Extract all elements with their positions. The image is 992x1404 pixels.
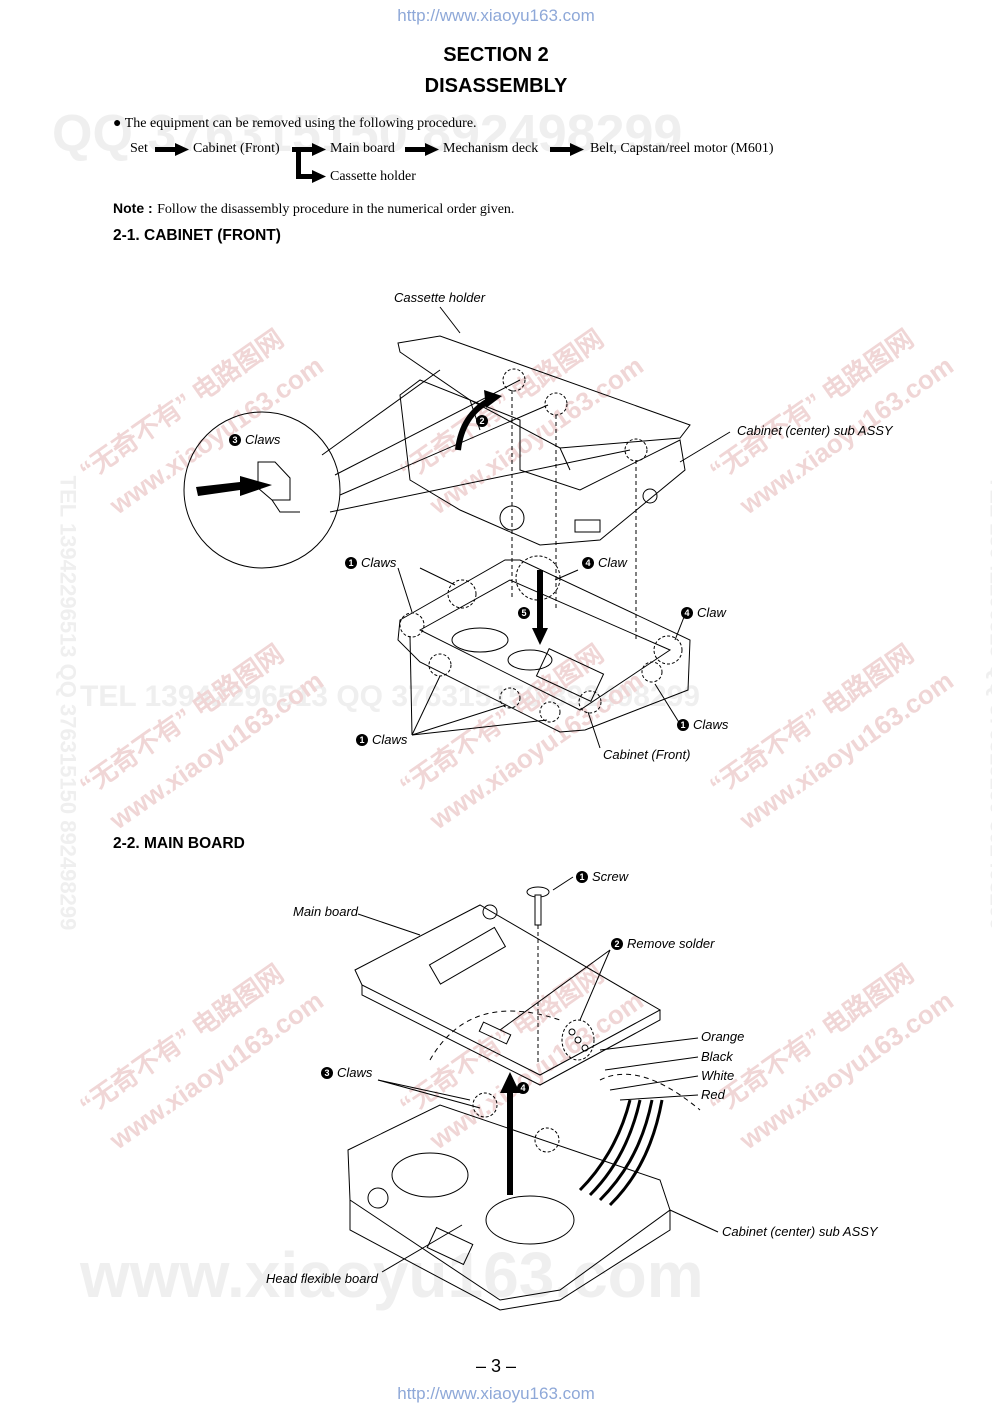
step-2-icon: 2	[476, 415, 488, 427]
label-head-flex: Head flexible board	[266, 1271, 379, 1286]
flow-set: Set	[130, 141, 148, 156]
step-4a-icon: 4	[582, 557, 594, 569]
step-5-icon: 5	[518, 607, 530, 619]
note-text: Follow the disassembly procedure in the …	[157, 202, 515, 217]
label-claws-1b: 1 Claws	[677, 717, 728, 732]
intro-line: ● The equipment can be removed using the…	[113, 116, 477, 132]
cabinet-front-shape	[397, 559, 691, 733]
intro-text: The equipment can be removed using the f…	[124, 116, 477, 131]
label-claws-main-text: Claws	[337, 1065, 373, 1080]
cassette-holder-lid	[397, 335, 691, 449]
cabinet-base-shape	[347, 1104, 671, 1301]
label-claws-3: 3 Claws	[229, 432, 280, 447]
ic-chip	[428, 926, 507, 985]
label-claws-1b-text: Claws	[693, 717, 729, 732]
label-white: White	[701, 1068, 735, 1083]
heading-main-board: 2-2. MAIN BOARD	[113, 835, 245, 852]
label-remove-solder-text: Remove solder	[627, 936, 715, 951]
label-claws-1c: 1 Claws	[356, 732, 407, 747]
label-claw-4b-text: Claw	[697, 605, 726, 620]
label-claw-4b: 4 Claw	[681, 605, 726, 620]
label-cabinet-front: Cabinet (Front)	[603, 747, 691, 762]
label-screw: 1 Screw	[576, 869, 628, 884]
label-claw-4a-text: Claw	[598, 555, 627, 570]
step-4-marker: 4	[517, 1080, 533, 1095]
label-cabinet-center-1: Cabinet (center) sub ASSY	[737, 423, 893, 438]
label-orange: Orange	[701, 1029, 745, 1044]
push-arrow	[196, 476, 272, 496]
label-black: Black	[701, 1049, 733, 1064]
label-red: Red	[701, 1087, 725, 1102]
heading-cabinet-front: 2-1. CABINET (FRONT)	[113, 227, 281, 244]
label-claws-1a-text: Claws	[361, 555, 397, 570]
step-1-icon: 1	[576, 871, 588, 883]
footer-url[interactable]: http://www.xiaoyu163.com	[397, 1384, 595, 1403]
label-remove-solder: 2 Remove solder	[611, 936, 714, 951]
note-line: Note : Follow the disassembly procedure …	[113, 200, 514, 218]
label-cabinet-center-2: Cabinet (center) sub ASSY	[722, 1224, 878, 1239]
flow-cassette-holder: Cassette holder	[330, 169, 416, 184]
header-url[interactable]: http://www.xiaoyu163.com	[397, 6, 595, 25]
label-cassette-holder: Cassette holder	[394, 290, 486, 305]
label-claws-1c-text: Claws	[372, 732, 408, 747]
flow-mechanism-deck: Mechanism deck	[443, 141, 539, 156]
step-4-icon-b: 4	[517, 1082, 529, 1094]
step-1b-icon: 1	[677, 719, 689, 731]
up-arrow	[500, 1072, 520, 1093]
label-claw-4a: 4 Claw	[582, 555, 627, 570]
label-claws-1a: 1 Claws	[345, 555, 396, 570]
flow-belt-motor: Belt, Capstan/reel motor (M601)	[590, 141, 774, 156]
cabinet-center	[399, 379, 686, 546]
step-3-icon: 3	[229, 434, 241, 446]
step-4b-icon: 4	[681, 607, 693, 619]
flow-main-board: Main board	[330, 141, 395, 156]
note-label: Note :	[113, 200, 153, 216]
flow-cabinet-front: Cabinet (Front)	[193, 141, 280, 156]
page-number: – 3 –	[475, 1356, 517, 1376]
section-title: SECTION 2	[443, 44, 549, 66]
step-2-icon-b: 2	[611, 938, 623, 950]
main-board-shape	[354, 904, 662, 1076]
label-screw-text: Screw	[592, 869, 629, 884]
watermark-tel-mid: TEL 13942296513 QQ 376315150 892498299	[80, 680, 700, 713]
detail-circle	[183, 411, 341, 569]
step-5-marker: 5	[518, 605, 534, 620]
watermark-qq: QQ 376315150 892498299	[52, 105, 683, 163]
section-subtitle: DISASSEMBLY	[424, 75, 568, 97]
step-3-icon-b: 3	[321, 1067, 333, 1079]
step-1c-icon: 1	[356, 734, 368, 746]
label-claws-main: 3 Claws	[321, 1065, 372, 1080]
label-claws-3-text: Claws	[245, 432, 281, 447]
label-main-board: Main board	[293, 904, 359, 919]
step-1a-icon: 1	[345, 557, 357, 569]
step-2-marker: 2	[476, 413, 492, 428]
bullet-icon: ●	[113, 116, 122, 131]
